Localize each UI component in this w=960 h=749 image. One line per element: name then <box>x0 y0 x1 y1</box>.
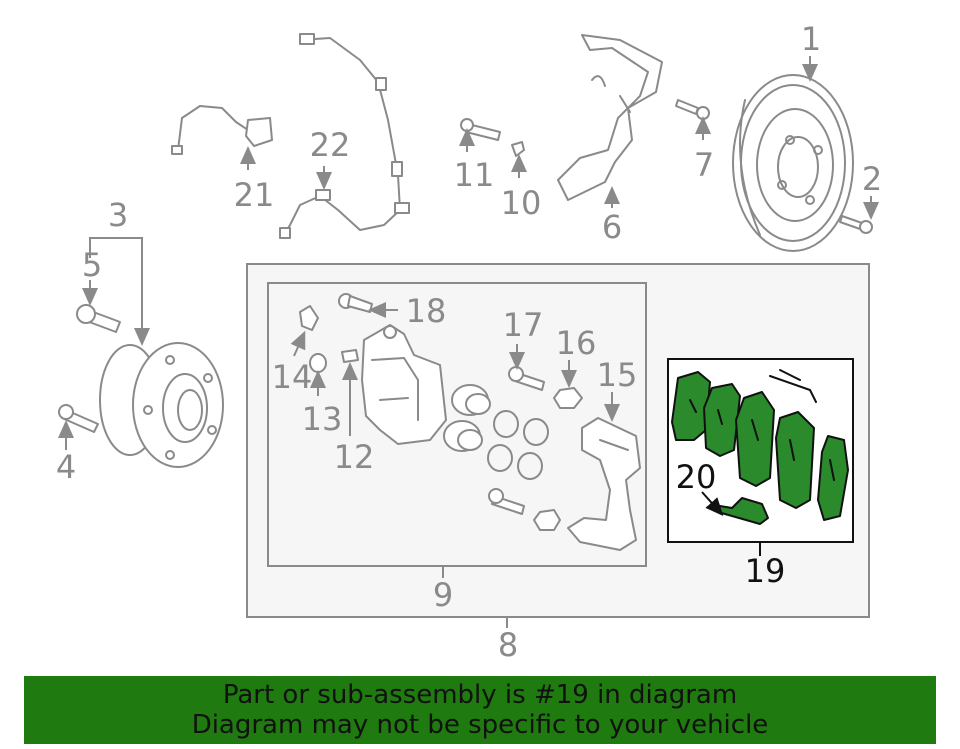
callout-6: 6 <box>602 208 622 246</box>
callout-3: 3 <box>108 196 128 234</box>
nut-lower[interactable] <box>533 509 561 531</box>
callout-18: 18 <box>406 292 447 330</box>
callout-2: 2 <box>862 160 882 198</box>
callout-10: 10 <box>501 184 542 222</box>
callout-20: 20 <box>676 458 717 496</box>
callout-15: 15 <box>597 356 638 394</box>
caliper-bracket[interactable] <box>567 417 641 551</box>
rotor-screw[interactable] <box>839 215 873 234</box>
callout-17: 17 <box>503 306 544 344</box>
info-banner: Part or sub-assembly is #19 in diagram D… <box>24 676 936 744</box>
banner-line-1: Part or sub-assembly is #19 in diagram <box>222 680 738 710</box>
piston-lower[interactable] <box>443 420 483 452</box>
hub-bolt-4[interactable] <box>58 404 99 433</box>
callout-5: 5 <box>82 246 102 284</box>
banner-line-2: Diagram may not be specific to your vehi… <box>191 710 769 740</box>
wheel-speed-sensor[interactable] <box>171 105 273 155</box>
callout-1: 1 <box>801 20 821 58</box>
guide-pin-lower[interactable] <box>488 488 525 515</box>
guide-pin-17[interactable] <box>508 366 545 391</box>
caliper-housing[interactable] <box>361 324 447 445</box>
nut-16[interactable] <box>553 387 583 409</box>
callout-11: 11 <box>454 156 495 194</box>
brake-rotor[interactable] <box>732 74 854 252</box>
callout-12: 12 <box>334 438 375 476</box>
callout-9: 9 <box>433 576 453 614</box>
cap-13[interactable] <box>309 353 327 373</box>
callout-13: 13 <box>302 400 343 438</box>
boot-14[interactable] <box>299 305 319 331</box>
callout-4: 4 <box>56 448 76 486</box>
callout-14: 14 <box>272 358 313 396</box>
clip-10[interactable] <box>511 141 525 157</box>
callout-8: 8 <box>498 626 518 664</box>
bleeder-12[interactable] <box>341 349 359 363</box>
hub-bearing[interactable] <box>99 342 224 468</box>
callout-19: 19 <box>745 552 786 590</box>
dust-shield[interactable] <box>557 34 663 201</box>
piston-upper[interactable] <box>451 384 491 416</box>
brake-pad-kit[interactable] <box>671 369 849 521</box>
callout-16: 16 <box>556 324 597 362</box>
callout-7: 7 <box>694 146 714 184</box>
shield-bolt[interactable] <box>675 99 710 120</box>
hub-bolt-5[interactable] <box>76 304 121 333</box>
speed-sensor-cable[interactable] <box>279 33 410 239</box>
callout-21: 21 <box>234 176 275 214</box>
piston-seals[interactable] <box>487 410 549 480</box>
callout-22: 22 <box>310 126 351 164</box>
